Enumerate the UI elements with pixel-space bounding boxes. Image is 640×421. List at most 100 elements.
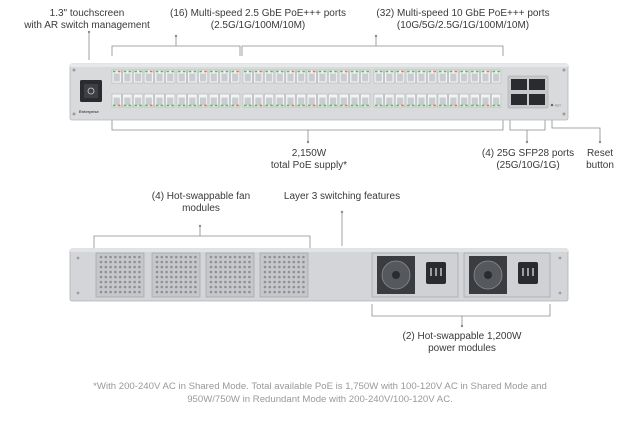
- rj45-port: [264, 93, 275, 108]
- rj45-port: [176, 69, 187, 84]
- ports-2-5g-label: (16) Multi-speed 2.5 GbE PoE+++ ports (2…: [170, 8, 346, 31]
- power-module: [371, 252, 459, 298]
- rj45-port: [437, 69, 448, 84]
- rj45-port: [133, 93, 144, 108]
- rj45-port: [219, 93, 230, 108]
- rj45-port: [349, 93, 360, 108]
- rj45-port: [296, 69, 307, 84]
- fans-label: (4) Hot-swappable fan modules: [151, 191, 251, 214]
- rj45-port-grid: [111, 69, 502, 108]
- layer3-label: Layer 3 switching features: [283, 191, 401, 202]
- rj45-port: [296, 93, 307, 108]
- reset-label: Reset button: [586, 148, 614, 171]
- rj45-port: [480, 69, 491, 84]
- rear-callouts: [93, 210, 551, 328]
- rj45-port: [242, 93, 253, 108]
- rear-panel: [69, 248, 569, 302]
- reset-callout: [551, 118, 601, 142]
- rj45-port: [285, 93, 296, 108]
- footnote-line-2: 950W/750W in Redundant Mode with 200-240…: [187, 394, 453, 405]
- poe-bracket: [111, 118, 504, 142]
- fan-module: [205, 252, 255, 298]
- rj45-port: [373, 69, 384, 84]
- rj45-port: [230, 69, 241, 84]
- rj45-port: [469, 69, 480, 84]
- rj45-port: [122, 93, 133, 108]
- rj45-port: [448, 93, 459, 108]
- fan-module: [95, 252, 145, 298]
- rj45-port: [384, 69, 395, 84]
- rj45-port: [349, 69, 360, 84]
- rj45-port: [317, 93, 328, 108]
- power-modules: [371, 252, 551, 298]
- rj45-port: [198, 93, 209, 108]
- rj45-port: [165, 69, 176, 84]
- rj45-port: [480, 93, 491, 108]
- rj45-port: [187, 69, 198, 84]
- rj45-port: [264, 69, 275, 84]
- rj45-port: [230, 93, 241, 108]
- rj45-port: [384, 93, 395, 108]
- rj45-port: [306, 93, 317, 108]
- rj45-port: [253, 93, 264, 108]
- rj45-port: [491, 93, 502, 108]
- rj45-port: [111, 69, 122, 84]
- rj45-port: [427, 69, 438, 84]
- rj45-port: [416, 93, 427, 108]
- rj45-port: [111, 93, 122, 108]
- sfp28-ports: [507, 75, 549, 109]
- rj45-port: [491, 69, 502, 84]
- rj45-port: [459, 93, 470, 108]
- front-panel: Enterprise RST: [69, 63, 569, 121]
- rj45-port: [459, 69, 470, 84]
- rj45-port: [143, 69, 154, 84]
- poe-supply-label: 2,150W total PoE supply*: [270, 148, 348, 171]
- rj45-port: [242, 69, 253, 84]
- rj45-port: [427, 93, 438, 108]
- reset-button: [550, 103, 554, 107]
- rj45-port: [338, 69, 349, 84]
- fan-modules: [95, 252, 309, 298]
- ports-2-5g-bracket: [111, 36, 241, 56]
- rj45-port: [437, 93, 448, 108]
- rj45-port: [198, 69, 209, 84]
- touchscreen: [80, 80, 102, 102]
- rj45-port: [176, 93, 187, 108]
- rj45-port: [154, 93, 165, 108]
- rj45-port: [373, 93, 384, 108]
- rj45-port: [395, 69, 406, 84]
- rj45-port: [253, 69, 264, 84]
- rj45-port: [448, 69, 459, 84]
- ports-10g-bracket: [241, 36, 504, 56]
- brand-logo: Enterprise: [79, 109, 100, 114]
- rj45-port: [405, 69, 416, 84]
- rj45-port: [143, 93, 154, 108]
- sfp28-bracket: [509, 118, 546, 142]
- power-bracket: [371, 304, 551, 326]
- rj45-port: [154, 69, 165, 84]
- fan-module: [259, 252, 309, 298]
- rj45-port: [122, 69, 133, 84]
- rj45-port: [219, 69, 230, 84]
- rj45-port: [208, 93, 219, 108]
- rj45-port: [338, 93, 349, 108]
- rj45-port: [469, 93, 480, 108]
- rj45-port: [187, 93, 198, 108]
- rj45-port: [285, 69, 296, 84]
- rj45-port: [405, 93, 416, 108]
- rj45-port: [317, 69, 328, 84]
- rj45-port: [274, 69, 285, 84]
- front-callouts: [87, 30, 602, 144]
- rj45-port: [328, 69, 339, 84]
- rj45-port: [274, 93, 285, 108]
- rj45-port: [360, 69, 371, 84]
- rj45-port: [306, 69, 317, 84]
- sfp28-label: (4) 25G SFP28 ports (25G/10G/1G): [481, 148, 575, 171]
- rj45-port: [208, 69, 219, 84]
- fans-bracket: [93, 226, 311, 248]
- footnote-line-1: *With 200-240V AC in Shared Mode. Total …: [93, 381, 547, 392]
- rj45-port: [328, 93, 339, 108]
- rj45-port: [416, 69, 427, 84]
